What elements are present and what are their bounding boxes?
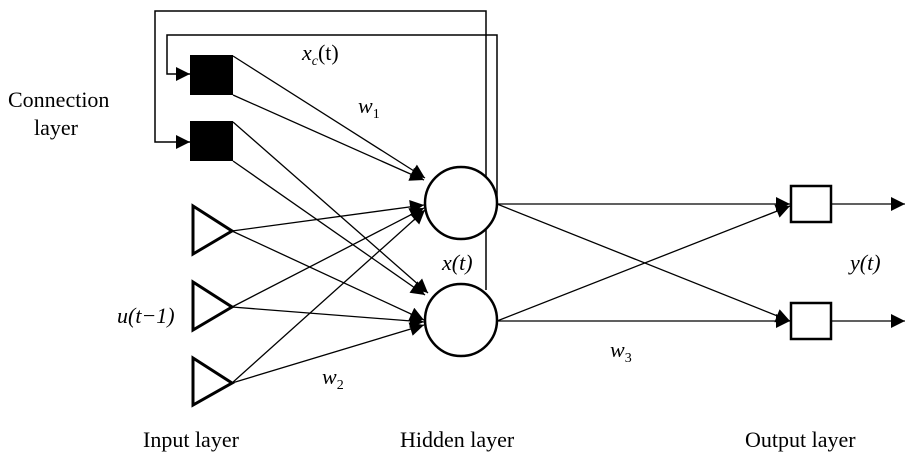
- weights-to-output: [496, 197, 791, 328]
- connection-layer-label-line2: layer: [34, 115, 79, 140]
- x-t-label: x(t): [441, 250, 473, 275]
- w1-label: w1: [358, 93, 380, 122]
- u-t-minus-1-label: u(t−1): [117, 303, 175, 328]
- context-unit-1: [190, 55, 233, 95]
- input-unit-2: [191, 279, 235, 333]
- context-unit-2: [190, 121, 233, 161]
- xc-label: xc(t): [301, 40, 339, 69]
- hidden-unit-2: [423, 282, 499, 358]
- hidden-layer-label: Hidden layer: [400, 427, 515, 452]
- w2-label: w2: [322, 364, 344, 393]
- w3-label: w3: [610, 337, 632, 366]
- hidden-unit-1: [423, 165, 499, 241]
- feedback-loop-outer: [154, 10, 487, 290]
- weights-to-hidden: [231, 55, 429, 384]
- output-unit-2: [789, 301, 833, 341]
- connection-layer-label-line1: Connection: [8, 87, 109, 112]
- input-unit-3: [191, 355, 235, 408]
- feedback-loop-inner: [166, 34, 498, 205]
- output-unit-1: [789, 184, 833, 224]
- input-unit-1: [191, 203, 235, 257]
- output-layer-label: Output layer: [745, 427, 856, 452]
- input-layer-label: Input layer: [143, 427, 240, 452]
- y-t-label: y(t): [848, 250, 881, 275]
